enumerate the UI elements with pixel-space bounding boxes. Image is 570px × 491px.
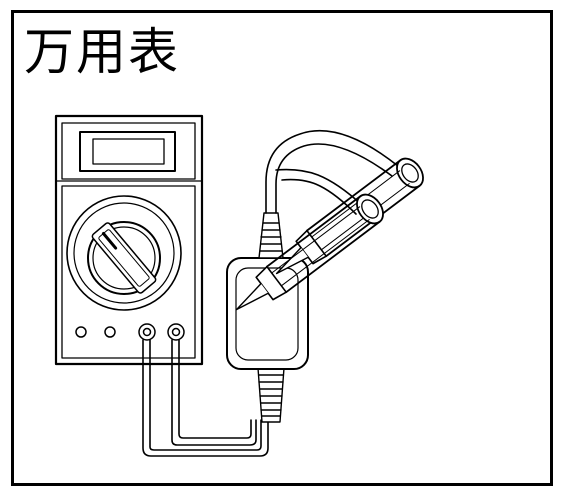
multimeter-body	[54, 114, 204, 366]
lcd-display	[79, 131, 176, 172]
upper-strain-relief	[258, 212, 284, 259]
figure-title: 万用表	[24, 23, 180, 81]
input-jacks	[75, 323, 185, 341]
upper-probe	[275, 157, 424, 275]
rotary-selector-dial	[66, 195, 182, 311]
probe-cables	[265, 130, 399, 215]
test-lead-wires	[142, 339, 269, 457]
lower-strain-relief	[257, 367, 285, 423]
lower-probe	[235, 193, 384, 311]
